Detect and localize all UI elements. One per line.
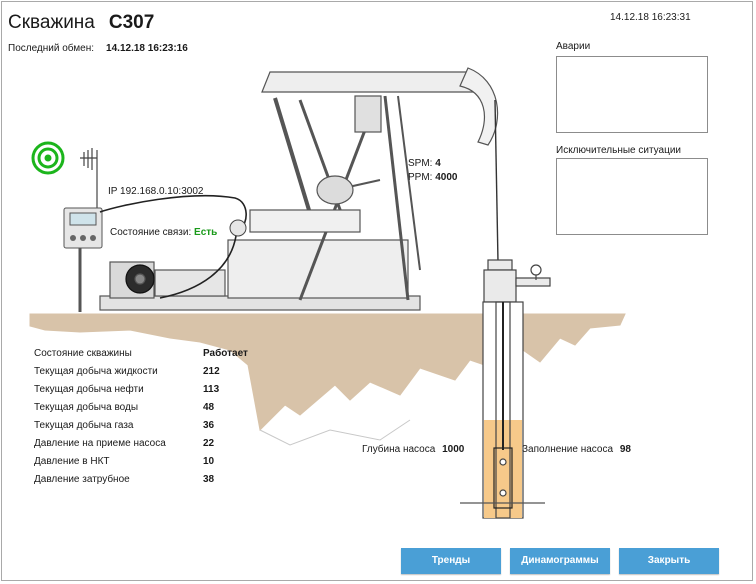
dynamograms-button[interactable]: Динамограммы [510, 548, 610, 574]
stat-value: 212 [203, 366, 220, 377]
antenna-icon [80, 148, 98, 210]
last-exchange-label: Последний обмен: [8, 43, 95, 54]
alarms-label: Аварии [556, 41, 591, 52]
link-status-value: Есть [194, 227, 218, 238]
stat-value: 10 [203, 456, 215, 467]
spm-readout: SPM: 4 [408, 158, 441, 169]
link-status: Состояние связи: Есть [110, 227, 217, 238]
stat-label: Текущая добыча нефти [34, 384, 144, 395]
pump-depth-label: Глубина насоса [362, 444, 436, 455]
stat-label: Состояние скважины [34, 348, 132, 359]
stat-value: Работает [203, 348, 248, 359]
pumpjack [99, 67, 499, 311]
signal-icon [31, 141, 65, 175]
ppm-label: PPM: [408, 172, 433, 183]
stat-label: Давление на приеме насоса [34, 438, 166, 449]
pump-fill-value: 98 [619, 444, 631, 455]
stat-value: 38 [203, 474, 215, 485]
trends-button[interactable]: Тренды [401, 548, 501, 574]
stat-label: Текущая добыча воды [34, 402, 139, 413]
spm-value: 4 [435, 158, 441, 169]
gauge-icon [229, 219, 247, 237]
exceptions-label: Исключительные ситуации [556, 145, 682, 156]
spm-label: SPM: [408, 158, 433, 169]
alarms-panel[interactable] [556, 56, 708, 133]
exceptions-panel[interactable] [556, 158, 708, 235]
ppm-value: 4000 [435, 172, 458, 183]
pump-depth: Глубина насоса 1000 [362, 444, 464, 455]
ground-section [29, 313, 626, 432]
pump-fill-label: Заполнение насоса [522, 444, 614, 455]
device-ip: IP 192.168.0.10:3002 [108, 186, 204, 197]
stat-label: Давление затрубное [34, 474, 130, 485]
stat-label: Текущая добыча жидкости [34, 366, 158, 377]
stat-value: 113 [203, 384, 220, 395]
well-id: С307 [108, 12, 155, 33]
controller-icon [63, 207, 103, 312]
stat-value: 36 [203, 420, 215, 431]
pump-fill: Заполнение насоса 98 [522, 444, 631, 455]
wellhead [460, 259, 551, 519]
close-button[interactable]: Закрыть [619, 548, 719, 574]
stat-value: 48 [203, 402, 215, 413]
clock: 14.12.18 16:23:31 [610, 12, 691, 23]
last-exchange: Последний обмен: 14.12.18 16:23:16 [8, 43, 188, 54]
last-exchange-value: 14.12.18 16:23:16 [106, 43, 188, 54]
stat-value: 22 [203, 438, 215, 449]
stat-label: Текущая добыча газа [34, 420, 134, 431]
ppm-readout: PPM: 4000 [408, 172, 457, 183]
link-status-label: Состояние связи: [110, 227, 192, 238]
stat-label: Давление в НКТ [34, 456, 110, 467]
page-title: Скважина С307 [8, 12, 154, 34]
pump-depth-value: 1000 [442, 444, 465, 455]
title-label: Скважина [8, 12, 95, 33]
